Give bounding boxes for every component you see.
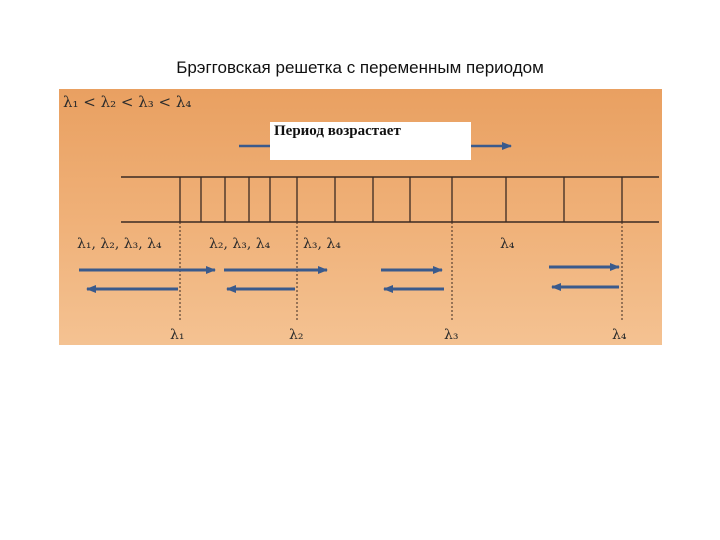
grating-strokes [179, 177, 623, 222]
bragg-label-3: λ₃ [444, 327, 459, 343]
reflection-label-3: λ₃, λ₄ [303, 236, 341, 252]
grating-diagram: λ₁ < λ₂ < λ₃ < λ₄ λ₁, λ₂, λ₃, λ₄ λ₂, λ₃,… [63, 93, 659, 343]
bragg-label-1: λ₁ [170, 327, 185, 343]
grating-figure: λ₁ < λ₂ < λ₃ < λ₄ λ₁, λ₂, λ₃, λ₄ λ₂, λ₃,… [59, 89, 662, 345]
bragg-label-4: λ₄ [612, 327, 627, 343]
period-increase-label: Период возрастает [270, 122, 471, 160]
wavelength-inequality: λ₁ < λ₂ < λ₃ < λ₄ [63, 93, 191, 111]
bragg-label-2: λ₂ [289, 327, 304, 343]
slide-title: Брэгговская решетка с переменным периодо… [176, 58, 544, 77]
reflection-label-2: λ₂, λ₃, λ₄ [209, 236, 271, 252]
reflection-label-4: λ₄ [500, 236, 515, 252]
reflection-label-1: λ₁, λ₂, λ₃, λ₄ [77, 236, 162, 252]
